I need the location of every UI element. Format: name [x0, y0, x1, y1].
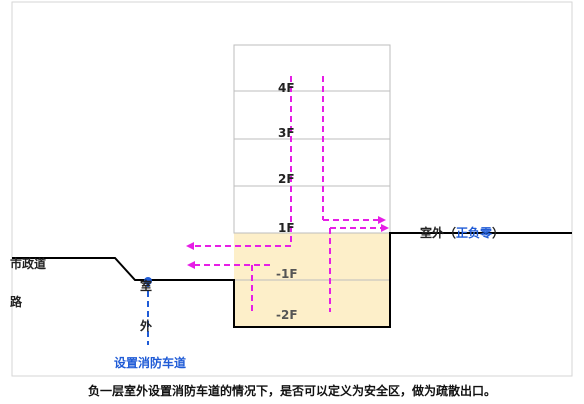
ground-zero-label: 正负零: [456, 226, 493, 240]
floor-label-3f: 3F: [278, 126, 295, 140]
floor-label-1f: 1F: [278, 221, 295, 235]
floor-label-b2: -2F: [276, 308, 298, 322]
outdoor-right-suffix: ）: [492, 226, 505, 240]
municipal-road-label-1: 市政道: [10, 257, 47, 271]
diagram-border: [11, 1, 573, 377]
floor-label-b1: -1F: [276, 267, 298, 281]
outdoor-left-label-1: 室: [140, 279, 153, 293]
floor-label-2f: 2F: [278, 172, 295, 186]
caption: 负一层室外设置消防车道的情况下，是否可以定义为安全区，做为疏散出口。: [87, 384, 496, 398]
evac-arrows: [192, 76, 383, 312]
ground-profile: [12, 232, 572, 328]
floor-label-4f: 4F: [278, 81, 295, 95]
outdoor-right-label: 室外（正负零）: [420, 227, 504, 239]
outdoor-right-prefix: 室外（: [420, 226, 457, 240]
municipal-road-label-2: 路: [10, 295, 23, 309]
fire-lane-marker: [144, 277, 152, 285]
outdoor-left-label-2: 外: [140, 319, 153, 333]
fire-lane-label: 设置消防车道: [114, 356, 187, 370]
evac-arrowheads: [186, 216, 389, 269]
